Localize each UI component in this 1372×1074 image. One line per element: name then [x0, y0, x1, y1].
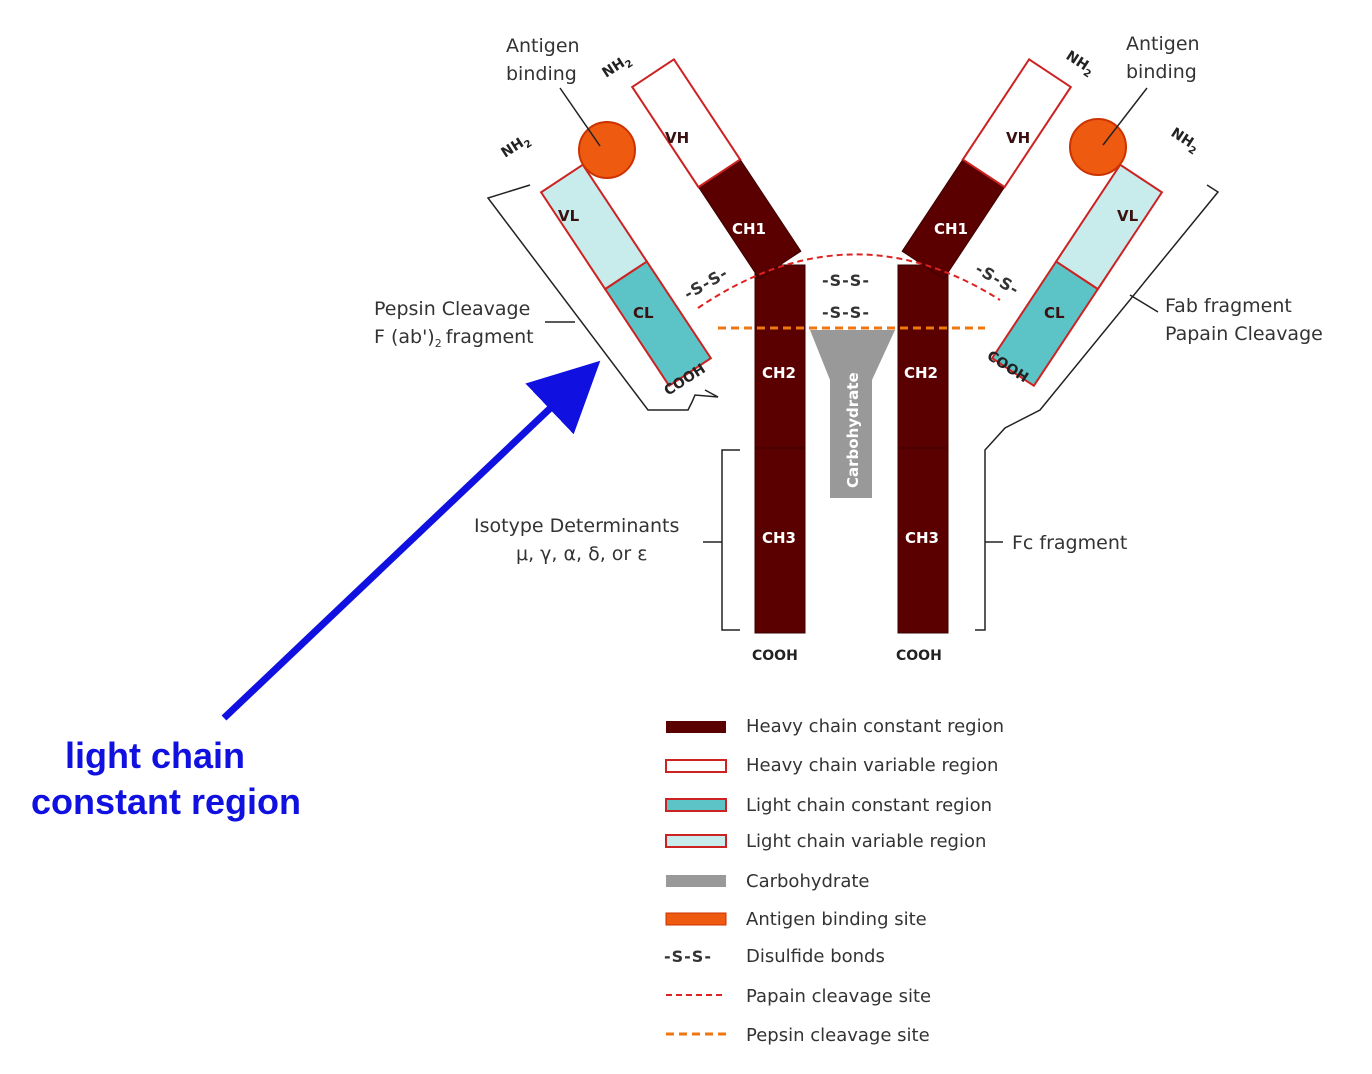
legend-label-heavy-variable: Heavy chain variable region — [746, 755, 998, 776]
legend-label-disulfide: Disulfide bonds — [746, 946, 885, 967]
left-antigen-binding-label: Antigen binding — [506, 35, 586, 85]
right-disulfide-bond: -S-S- — [972, 259, 1023, 299]
left-vh-label: VH — [665, 129, 689, 147]
left-antigen-binding-site — [578, 121, 636, 179]
carbohydrate-swatch — [666, 875, 726, 887]
right-light-vl — [1054, 163, 1164, 291]
carbohydrate-label: Carbohydrate — [844, 372, 862, 488]
left-vl-label: VL — [558, 207, 580, 225]
left-ch2-label: CH2 — [762, 364, 796, 382]
left-cl-label: CL — [633, 304, 654, 322]
isotype-bracket — [721, 449, 740, 631]
legend-label-heavy-constant: Heavy chain constant region — [746, 716, 1004, 737]
right-ch1-label: CH1 — [934, 220, 968, 238]
right-light-nh2: NH2 — [1166, 125, 1202, 158]
heavy-constant-swatch — [666, 721, 726, 733]
left-heavy-nh2: NH2 — [599, 51, 635, 84]
right-cl-label: CL — [1044, 304, 1065, 322]
callout-arrow — [221, 360, 601, 721]
legend-label-carbohydrate: Carbohydrate — [746, 871, 870, 892]
left-heavy-cooh: COOH — [752, 648, 798, 664]
fab-pointer — [1129, 294, 1159, 313]
light-constant-swatch — [665, 798, 727, 812]
left-antigen-pointer — [559, 87, 601, 147]
callout-label: light chain constant region — [31, 735, 301, 822]
left-heavy-ch2 — [754, 264, 806, 449]
fab-fragment-label: Fab fragment Papain Cleavage — [1165, 295, 1323, 345]
left-light-nh2: NH2 — [498, 131, 534, 164]
left-light-vl — [539, 163, 649, 291]
right-heavy-ch2 — [897, 264, 949, 449]
left-heavy-vh — [630, 58, 742, 189]
left-ch3-label: CH3 — [762, 529, 796, 547]
hinge-disulfide-bond-bottom: -S-S- — [822, 303, 870, 322]
legend-label-light-constant: Light chain constant region — [746, 795, 992, 816]
right-heavy-cooh: COOH — [896, 648, 942, 664]
hinge-disulfide-bond-top: -S-S- — [822, 271, 870, 290]
carbohydrate-shape — [810, 330, 895, 498]
papain-cleavage-line — [697, 253, 1001, 309]
legend-label-antigen: Antigen binding site — [746, 909, 927, 930]
left-disulfide-bond: -S-S- — [681, 263, 732, 303]
legend-label-pepsin: Pepsin cleavage site — [746, 1025, 930, 1046]
disulfide-symbol: -S-S- — [664, 947, 712, 966]
pepsin-bracket — [486, 184, 719, 411]
legend-label-light-variable: Light chain variable region — [746, 831, 986, 852]
left-ch1-label: CH1 — [732, 220, 766, 238]
fab-bracket — [975, 184, 1220, 631]
right-antigen-binding-label: Antigen binding — [1126, 33, 1206, 83]
antigen-swatch — [665, 912, 727, 926]
right-antigen-binding-site — [1069, 118, 1127, 176]
isotype-determinants-label: Isotype Determinants μ, γ, α, δ, or ε — [474, 515, 685, 565]
heavy-variable-swatch — [665, 759, 727, 773]
right-antigen-pointer — [1102, 87, 1148, 146]
right-ch3-label: CH3 — [905, 529, 939, 547]
legend: -S-S- Heavy chain constant region Heavy … — [664, 716, 1004, 1046]
left-heavy-ch3 — [754, 447, 806, 634]
right-ch2-label: CH2 — [904, 364, 938, 382]
right-vl-label: VL — [1117, 207, 1139, 225]
light-variable-swatch — [665, 834, 727, 848]
legend-label-papain: Papain cleavage site — [746, 986, 931, 1007]
right-heavy-nh2: NH2 — [1061, 48, 1097, 81]
right-heavy-vh — [961, 58, 1073, 189]
right-vh-label: VH — [1006, 129, 1030, 147]
fc-fragment-label: Fc fragment — [1012, 532, 1127, 554]
right-heavy-ch3 — [897, 447, 949, 634]
